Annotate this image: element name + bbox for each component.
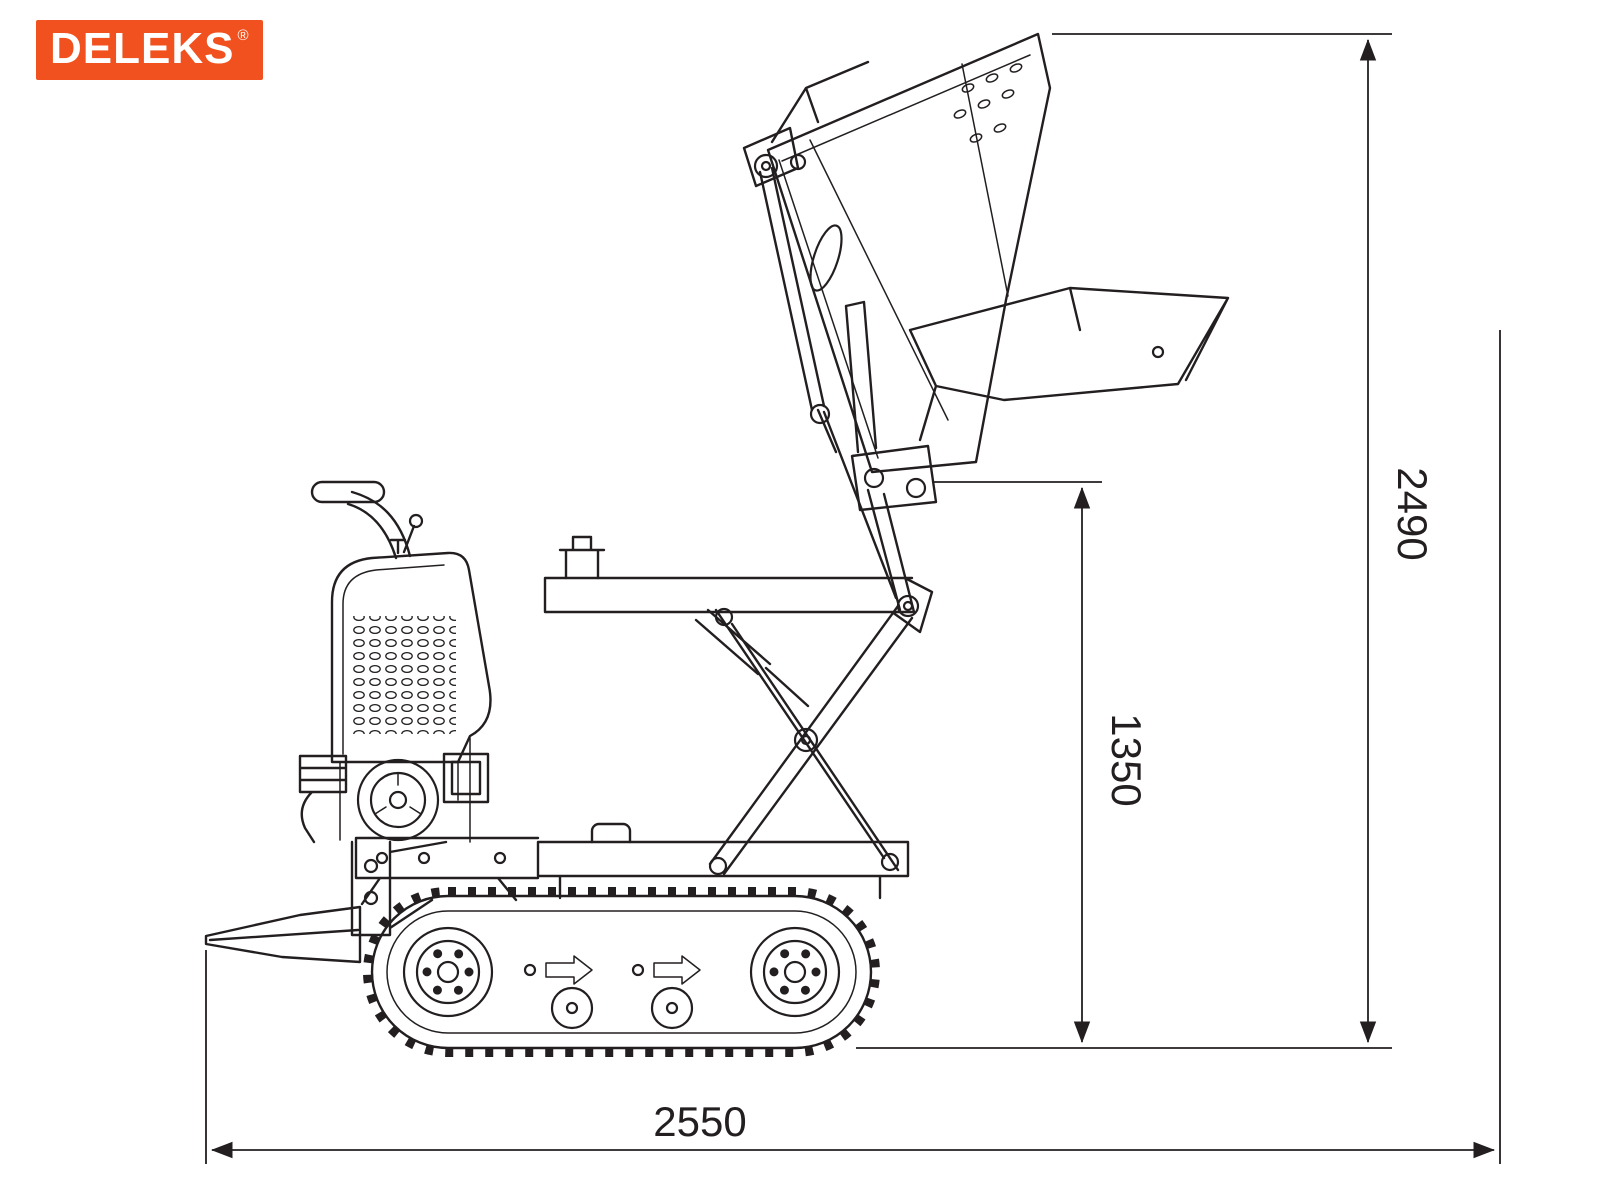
dimension-overall-length: 2550: [205, 330, 1501, 1164]
drain-hole: [961, 83, 975, 93]
recoil-hub: [388, 790, 408, 810]
track-cleats: [363, 887, 880, 1057]
dimension-value-overall-length: 2550: [653, 1098, 746, 1145]
extension-lines: [205, 330, 1501, 1164]
engine-cover-vents: [352, 616, 456, 734]
chassis-bolt: [417, 851, 431, 865]
handlebar: [310, 480, 424, 560]
drain-hole: [993, 123, 1007, 133]
track-mark-dot: [631, 963, 645, 977]
track-inner-band: [386, 910, 857, 1034]
bucket-panel-lines: [778, 54, 1031, 459]
drain-hole: [977, 99, 991, 109]
chute-outline: [908, 286, 1230, 442]
track-outer-band: [370, 894, 873, 1050]
recoil-spokes: [374, 772, 422, 815]
bracket-bolt: [363, 890, 379, 906]
roller-hub: [665, 1001, 679, 1015]
track-assembly: [363, 887, 880, 1057]
bed-grab-handle: [590, 822, 632, 844]
sprocket-hub: [783, 960, 807, 984]
lever-knob: [408, 513, 424, 529]
dimension-overall-height: 2490: [856, 33, 1436, 1049]
lift-beam: [543, 576, 934, 634]
roller-wheel: [550, 986, 594, 1030]
bucket-pivot-bracket: [742, 126, 800, 188]
drain-hole: [1009, 63, 1023, 73]
engine-cover-accent: [342, 564, 445, 755]
scissor-lower-pivot: [708, 856, 728, 876]
base-bracket-pivot: [863, 467, 885, 489]
tipping-cylinder: [758, 166, 838, 454]
track-mark-dot: [523, 963, 537, 977]
engine-cover: [330, 551, 492, 764]
engine-unit: [298, 551, 492, 844]
drain-hole: [985, 73, 999, 83]
extension-lines: [856, 33, 1392, 1049]
chute-bolt: [1151, 345, 1165, 359]
scissor-upper-pivot: [714, 607, 734, 627]
direction-arrow-icon: [653, 955, 701, 985]
roller-wheel: [650, 986, 694, 1030]
bracket-bolt: [363, 858, 379, 874]
front-blade: [204, 840, 448, 964]
bucket-front-lip: [770, 60, 870, 144]
blade-mount-bracket: [350, 840, 448, 937]
direction-arrow-icon: [545, 955, 593, 985]
chassis-bolt: [493, 851, 507, 865]
dimension-value-overall-height: 2490: [1389, 467, 1436, 560]
lift-platform-beam: [543, 535, 934, 634]
lift-mast-channel: [844, 300, 878, 454]
idler-bolt-ring: [422, 946, 474, 998]
logo-brand-text: DELEKS: [50, 24, 235, 73]
lift-cylinder: [694, 608, 810, 708]
cylinder-fins-exhaust: [298, 754, 348, 844]
idler-wheel: [402, 926, 494, 1018]
discharge-chute: [908, 286, 1230, 442]
drive-sprocket: [749, 926, 841, 1018]
control-levers: [389, 524, 416, 555]
drain-hole: [1001, 89, 1015, 99]
drain-hole: [969, 133, 983, 143]
cylinder-top-pin: [760, 160, 772, 172]
registered-trademark-symbol: ®: [237, 27, 249, 44]
sprocket-bolt-ring: [769, 946, 821, 998]
chassis-bolt: [375, 851, 389, 865]
cylinder-bottom-pivot: [809, 403, 831, 425]
dimension-annotations: 2490 1350 2550: [205, 33, 1501, 1164]
recoil-starter: [356, 758, 440, 842]
beam-post: [558, 535, 606, 580]
front-blade-shape: [204, 905, 362, 964]
dimension-value-tipping-height: 1350: [1103, 713, 1150, 806]
roller-hub: [565, 1001, 579, 1015]
drive-sprocket-rim: [762, 939, 828, 1005]
bucket-body: [766, 32, 1052, 474]
engine-frame-struts: [339, 737, 471, 843]
bucket-base-bracket: [850, 444, 938, 512]
scissor-lift: [694, 410, 916, 876]
scissor-center-pin: [800, 734, 812, 746]
bucket-drain-holes: [953, 63, 1023, 143]
base-bracket-pivot: [905, 477, 927, 499]
dimension-tipping-height: 1350: [932, 481, 1150, 1044]
deleks-logo: DELEKS ®: [36, 20, 263, 80]
scissor-center-pivot: [793, 727, 819, 753]
bucket-slot-hole: [809, 224, 843, 292]
cylinder-top-pivot: [753, 153, 779, 179]
idler-wheel-rim: [415, 939, 481, 1005]
handlebar-grip: [310, 480, 386, 504]
idler-hub: [436, 960, 460, 984]
drain-hole: [953, 109, 967, 119]
tipping-bucket: [742, 32, 1052, 512]
scissor-lower-pivot: [880, 852, 900, 872]
